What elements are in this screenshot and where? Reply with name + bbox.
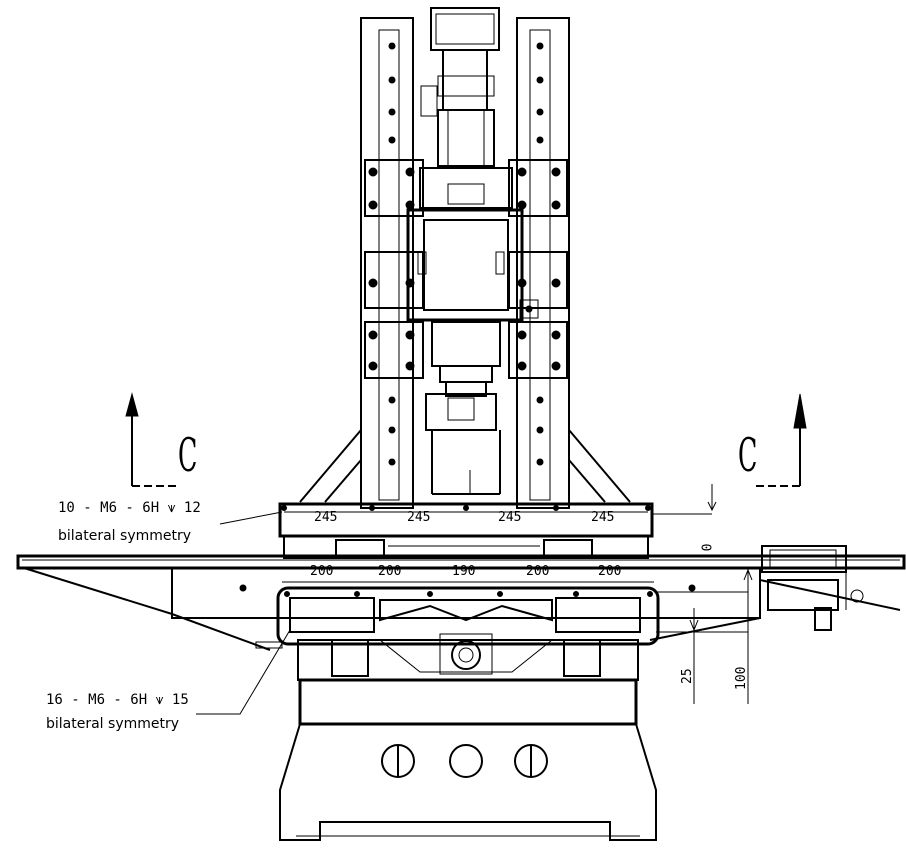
base: [255, 633, 657, 841]
dim-side-small: 0: [700, 543, 716, 552]
section-arrow-right: [756, 393, 807, 487]
dim-vertical-100: 100: [734, 666, 749, 690]
dim-upper-1: 245: [314, 510, 338, 525]
dim-lower-2: 200: [378, 564, 402, 579]
leader-top: [219, 511, 283, 525]
section-arrow-left: [125, 392, 176, 487]
dim-lower-5: 200: [598, 564, 622, 579]
dim-upper-2: 245: [407, 510, 431, 525]
worktable: [16, 545, 906, 651]
leader-bottom: [196, 629, 291, 715]
section-mark-right: C: [738, 428, 758, 482]
dim-lower-3: 190: [452, 564, 476, 579]
dim-upper-4: 245: [591, 510, 615, 525]
dim-upper-3: 245: [498, 510, 522, 525]
dim-lower-1: 200: [310, 564, 334, 579]
section-mark-left: C: [178, 428, 198, 482]
callout-top-spec: 10 - M6 - 6H ⩛ 12: [58, 500, 201, 516]
callout-bottom-spec: 16 - M6 - 6H ⩛ 15: [46, 692, 189, 708]
callout-top-note: bilateral symmetry: [58, 528, 192, 544]
dim-lower-4: 200: [526, 564, 550, 579]
column-assembly: [299, 7, 631, 509]
dim-vertical-25: 25: [680, 668, 695, 684]
callout-bottom-note: bilateral symmetry: [46, 716, 180, 732]
saddle: [276, 568, 753, 704]
upper-plate: [278, 484, 717, 559]
